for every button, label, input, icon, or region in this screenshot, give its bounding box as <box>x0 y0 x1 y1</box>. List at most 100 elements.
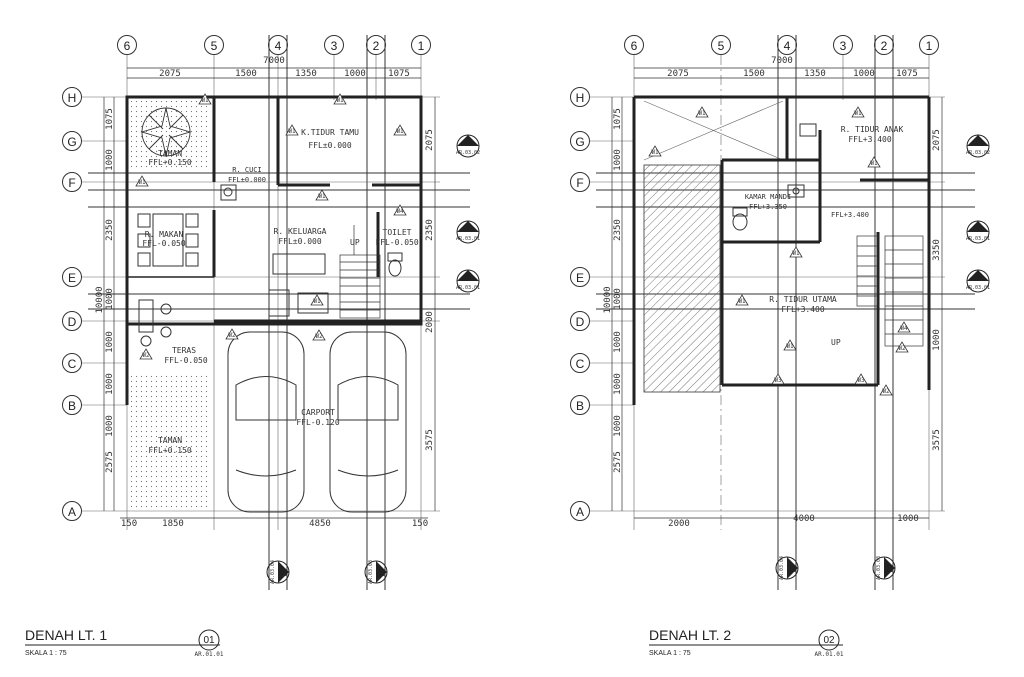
dim-value: 1000 <box>932 329 942 351</box>
window-tag: W1 <box>651 149 659 156</box>
grid-rows-lt1: H G F E D C B A <box>62 87 82 521</box>
plan-lt2: 6 5 4 3 2 1 H G F E D C B A <box>570 35 990 658</box>
section-label: E <box>380 569 385 578</box>
grid-row-label: D <box>68 315 77 329</box>
section-label: C <box>465 137 472 147</box>
grid-row-label: H <box>576 91 585 105</box>
section-ref: AR.03.04 <box>779 556 785 580</box>
dim-value: 2350 <box>105 219 115 241</box>
dimensions-left-lt2: 1075 1000 2350 1000 1000 1000 1000 2575 … <box>603 97 623 511</box>
dim-value: 2075 <box>425 129 435 151</box>
window-tag: W1 <box>786 343 794 350</box>
window-tag: W1 <box>698 110 706 117</box>
window-tag: W2 <box>882 388 890 395</box>
dim-value: 1000 <box>897 514 919 524</box>
dim-value: 4850 <box>309 519 331 529</box>
window-tag: W2 <box>142 352 150 359</box>
grid-row-label: F <box>68 176 75 190</box>
grid-row-label: F <box>576 176 583 190</box>
grid-col-label: 2 <box>373 39 380 53</box>
room-name: R. TIDUR UTAMA <box>769 295 837 304</box>
dim-value: 2000 <box>668 519 690 529</box>
window-tag: W1 <box>870 160 878 167</box>
dim-value: 3350 <box>932 239 942 261</box>
section-label: D <box>791 565 797 574</box>
plan-title: DENAH LT. 2 <box>649 627 731 643</box>
grid-row-label: E <box>68 271 76 285</box>
plan-title-lt2: DENAH LT. 2 SKALA 1 : 75 02 AR.01.01 <box>649 627 844 658</box>
dimensions-bottom-lt2: 2000 4000 1000 <box>634 514 929 529</box>
grid-col-label: 6 <box>124 39 131 53</box>
toilet-icon <box>732 207 748 231</box>
dim-value: 2075 <box>667 69 689 79</box>
dining-table-icon <box>137 213 199 267</box>
dimensions-left-lt1: 1075 1000 2350 1000 1000 1000 1000 2575 … <box>95 97 115 511</box>
window-tag: W2 <box>898 345 906 352</box>
plan-title: DENAH LT. 1 <box>25 627 107 643</box>
plan-lt1: 6 5 4 3 2 1 H G F <box>25 35 480 658</box>
room-name: CARPORT <box>301 408 335 417</box>
void-hatch <box>643 164 721 393</box>
section-markers-lt1: C AR.03.02 B AR.03.01 A AR.03.01 D AR.03… <box>266 134 480 584</box>
window-tag: W1 <box>138 179 146 186</box>
grid-cols-lt1: 6 5 4 3 2 1 <box>117 35 431 55</box>
dim-value: 1000 <box>613 331 623 353</box>
dim-value: 1000 <box>105 331 115 353</box>
grid-col-label: 4 <box>784 39 791 53</box>
dim-value: 2075 <box>932 129 942 151</box>
room-level: FFL-0.050 <box>375 238 419 247</box>
room-level: FFL+0.150 <box>148 446 192 455</box>
window-tag: W1 <box>738 298 746 305</box>
room-name: TAMAN <box>158 436 182 445</box>
window-tags-lt1 <box>135 93 407 360</box>
dim-value: 1075 <box>388 69 410 79</box>
grid-row-label: A <box>68 505 76 519</box>
window-tag: W4 <box>900 325 908 332</box>
window-tag: W1 <box>201 97 209 104</box>
dim-value: 2575 <box>613 451 623 473</box>
room-level: FFL±0.000 <box>278 237 322 246</box>
grid-row-label: G <box>67 135 76 149</box>
grid-cols-lt2: 6 5 4 3 2 1 <box>624 35 939 55</box>
plan-ref: AR.01.01 <box>815 651 844 658</box>
section-ref: AR.03.04 <box>270 560 276 584</box>
grid-col-label: 4 <box>275 39 282 53</box>
room-name: R. CUCI <box>232 166 262 174</box>
room-level: FFL+0.150 <box>148 158 192 167</box>
toilet-icon <box>387 252 403 277</box>
window-tag: W1 <box>792 250 800 257</box>
dim-value: 1000 <box>105 288 115 310</box>
dim-total: 10000 <box>603 286 613 313</box>
grid-row-label: C <box>68 357 77 371</box>
dim-value: 150 <box>121 519 137 529</box>
dim-value: 3575 <box>425 429 435 451</box>
plan-scale: SKALA 1 : 75 <box>25 650 67 657</box>
section-label: D <box>282 569 288 578</box>
plan-ref: AR.01.01 <box>195 651 224 658</box>
grid-col-label: 1 <box>926 39 933 53</box>
window-tag: W1 <box>318 193 326 200</box>
window-tag: W2 <box>315 333 323 340</box>
section-ref: AR.03.03 <box>876 556 882 580</box>
dimensions-right-lt1: 2075 2350 2000 3575 <box>425 97 436 511</box>
dim-value: 1000 <box>105 149 115 171</box>
room-name: TERAS <box>172 346 196 355</box>
room-level: FFL-0.050 <box>164 356 208 365</box>
section-ref: AR.03.03 <box>368 560 374 584</box>
grid-row-label: H <box>68 91 77 105</box>
section-label: A <box>975 272 981 282</box>
car-icon <box>329 331 407 513</box>
garden-pattern <box>131 101 211 169</box>
window-tag-labels-lt2: W1 W1 W1 W1 W1 W1 W1 W3 W3 W2 W2 W4 <box>651 110 908 395</box>
plan-title-lt1: DENAH LT. 1 SKALA 1 : 75 01 AR.01.01 <box>25 627 224 658</box>
dim-value: 1075 <box>105 108 115 130</box>
dim-value: 1350 <box>804 69 826 79</box>
dimensions-top-lt1: 7000 2075 1500 1350 1000 1075 <box>127 56 421 79</box>
grid-col-label: 6 <box>631 39 638 53</box>
window-tag: W1 <box>288 128 296 135</box>
dim-value: 1000 <box>853 69 875 79</box>
dim-value: 1075 <box>613 108 623 130</box>
room-name: TOILET <box>383 228 412 237</box>
grid-row-label: C <box>576 357 585 371</box>
